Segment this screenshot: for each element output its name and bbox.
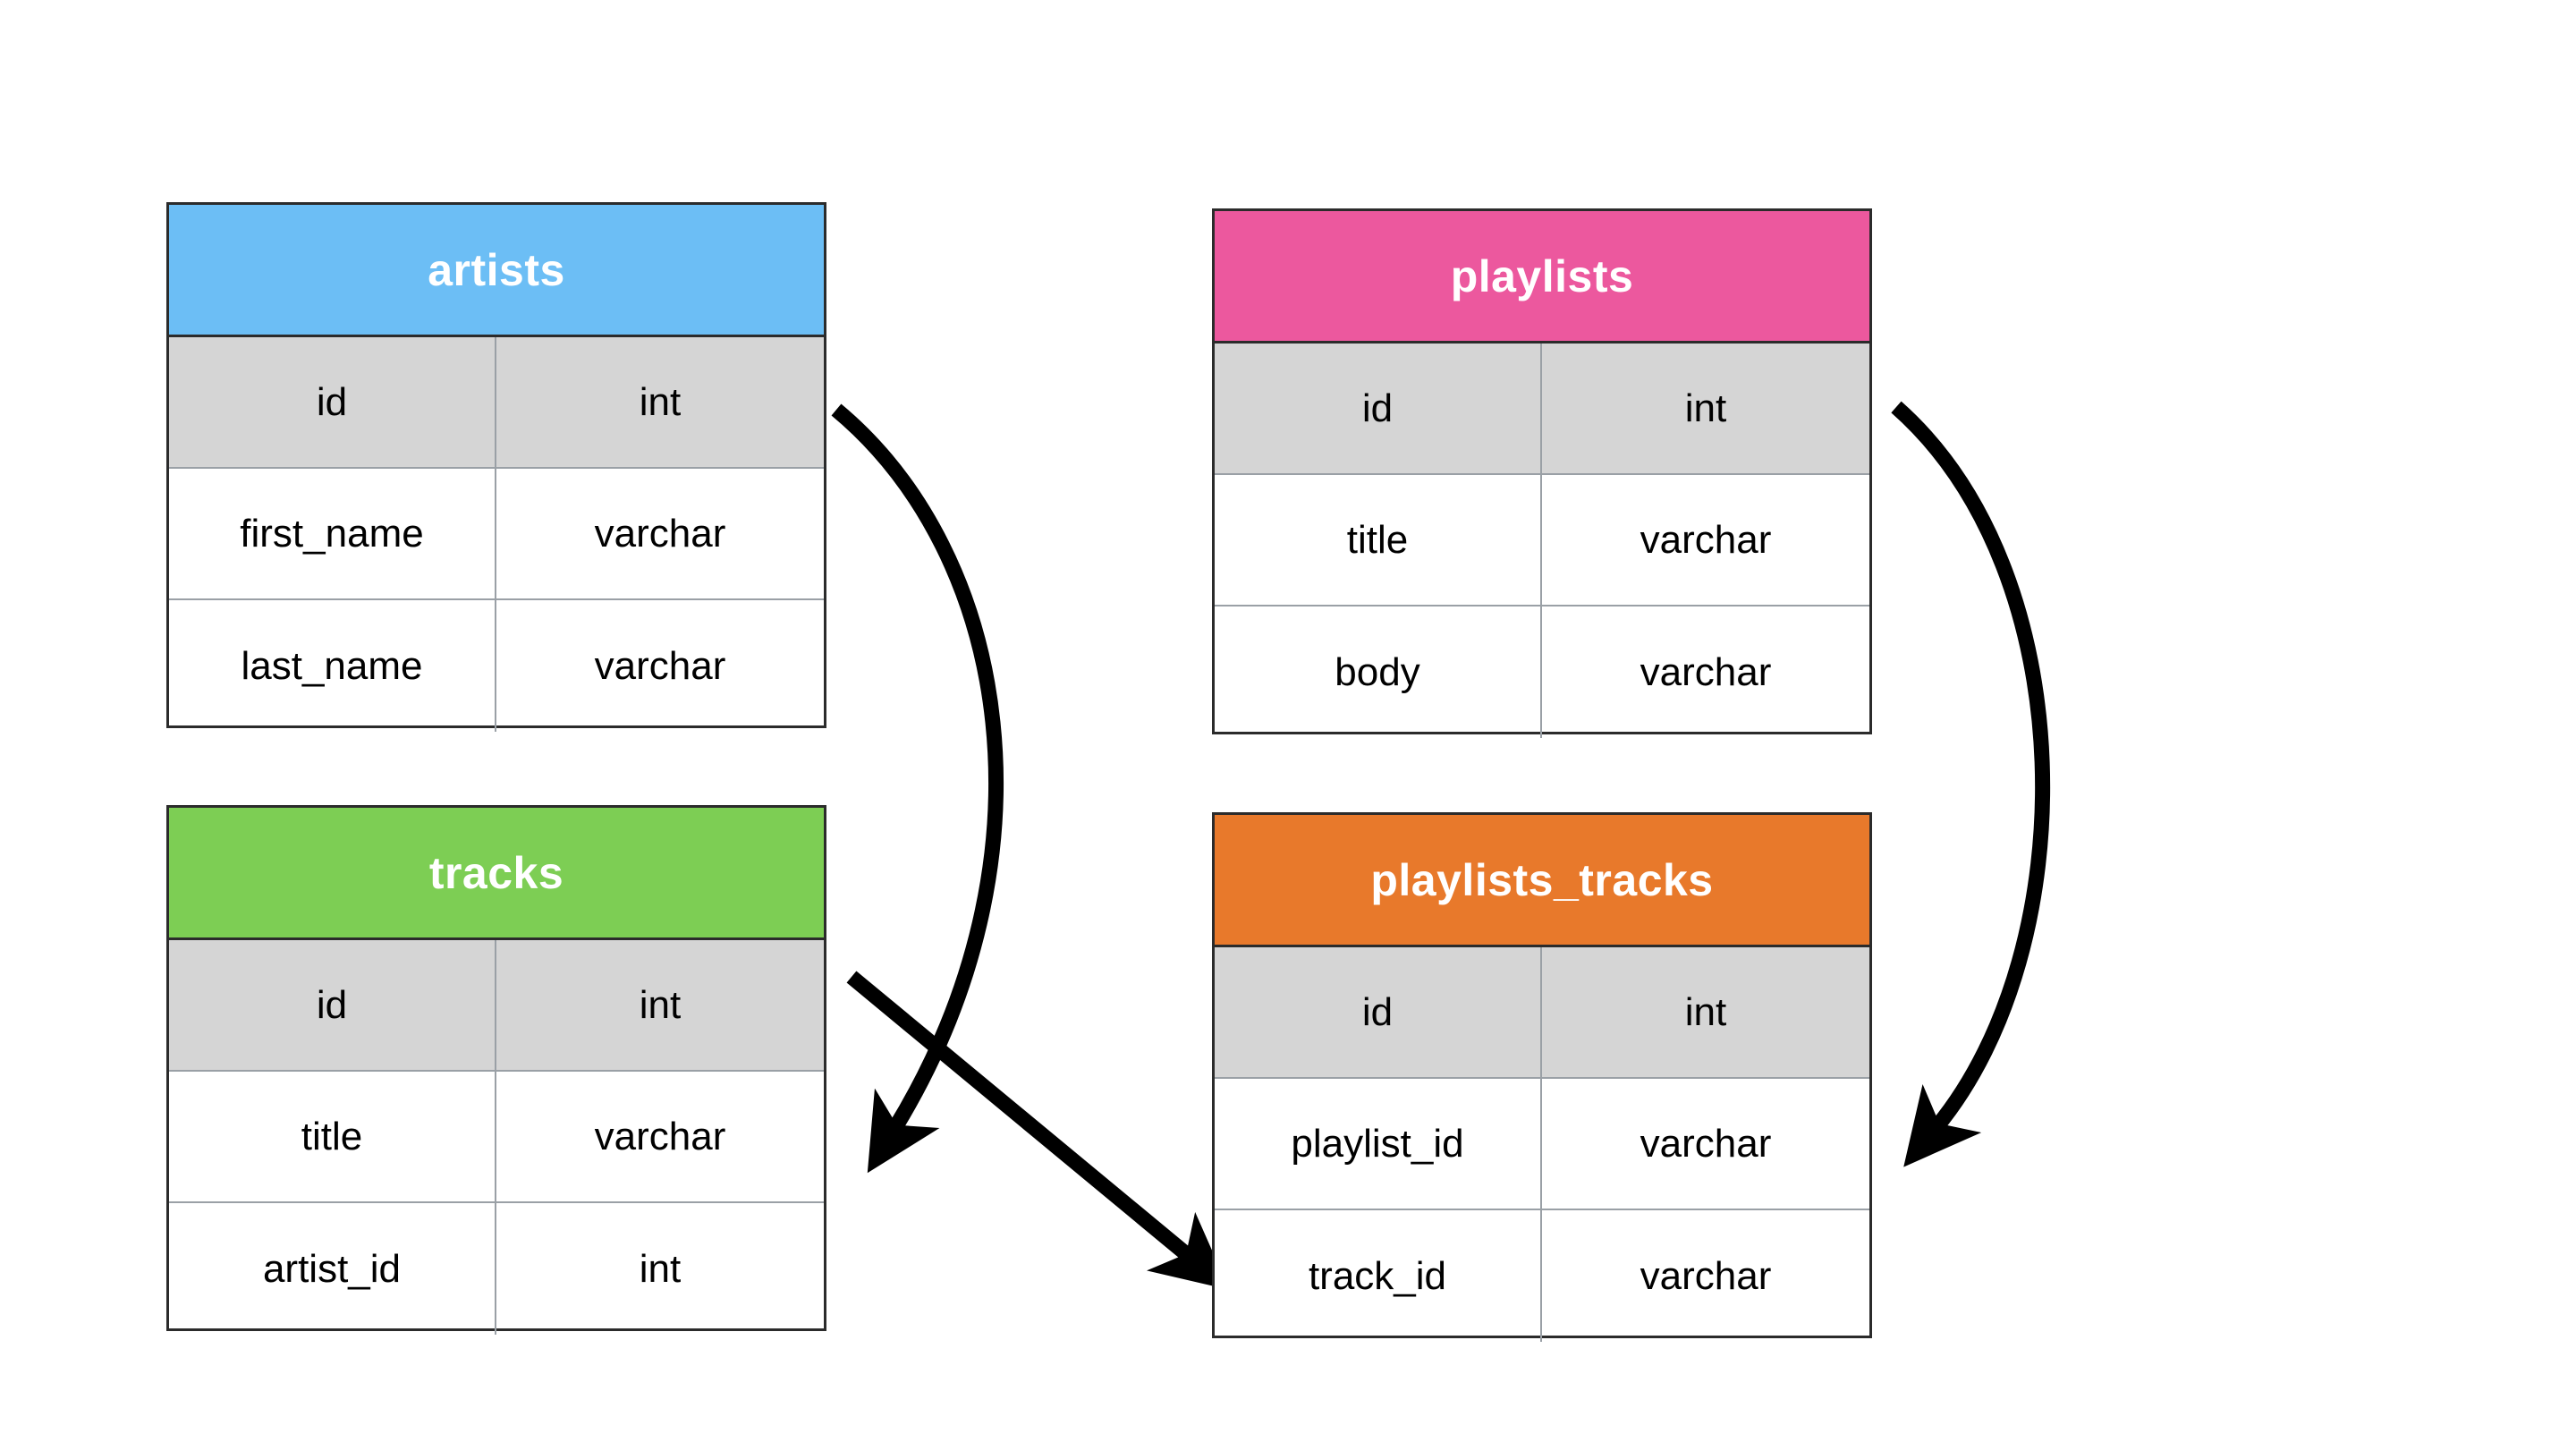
relationship-playlists-to-playlists-tracks <box>1891 401 2051 1167</box>
column-type: int <box>639 982 682 1027</box>
column-type: varchar <box>594 643 726 688</box>
relationship-artists-to-tracks <box>831 403 1004 1174</box>
column-name: id <box>1215 344 1542 473</box>
table-tracks-row-id[interactable]: id int <box>169 940 824 1072</box>
relationship-tracks-to-playlists-tracks <box>846 971 1230 1290</box>
table-playlists-row-id[interactable]: id int <box>1215 344 1869 475</box>
table-playlists-tracks-row-track_id[interactable]: track_id varchar <box>1215 1210 1869 1342</box>
column-type: varchar <box>1640 517 1772 562</box>
column-type: varchar <box>594 511 726 556</box>
column-type: varchar <box>1640 1121 1772 1166</box>
column-name: artist_id <box>169 1203 496 1335</box>
column-name: id <box>169 337 496 467</box>
column-name: playlist_id <box>1215 1079 1542 1209</box>
table-playlists-tracks-row-playlist_id[interactable]: playlist_id varchar <box>1215 1079 1869 1210</box>
table-playlists-tracks[interactable]: playlists_tracks id int playlist_id varc… <box>1212 812 1872 1342</box>
column-type: int <box>1684 989 1727 1034</box>
column-type: int <box>639 1246 682 1291</box>
table-playlists-title: playlists <box>1215 211 1869 344</box>
column-name: body <box>1215 606 1542 738</box>
table-tracks-title: tracks <box>169 808 824 940</box>
column-type: int <box>1684 386 1727 430</box>
table-artists[interactable]: artists id int first_name varchar last_n… <box>166 202 826 732</box>
table-playlists-row-title[interactable]: title varchar <box>1215 475 1869 606</box>
column-name: first_name <box>169 469 496 598</box>
column-name: track_id <box>1215 1210 1542 1342</box>
table-tracks-row-artist_id[interactable]: artist_id int <box>169 1203 824 1335</box>
table-tracks-row-title[interactable]: title varchar <box>169 1072 824 1203</box>
column-name: last_name <box>169 600 496 732</box>
table-playlists-tracks-title: playlists_tracks <box>1215 815 1869 947</box>
column-type: varchar <box>1640 1253 1772 1298</box>
table-artists-title: artists <box>169 205 824 337</box>
column-type: varchar <box>1640 649 1772 694</box>
table-artists-row-id[interactable]: id int <box>169 337 824 469</box>
table-playlists-tracks-row-id[interactable]: id int <box>1215 947 1869 1079</box>
column-name: title <box>1215 475 1542 605</box>
column-name: id <box>169 940 496 1070</box>
column-type: int <box>639 379 682 424</box>
table-artists-row-last_name[interactable]: last_name varchar <box>169 600 824 732</box>
table-playlists-row-body[interactable]: body varchar <box>1215 606 1869 738</box>
column-name: title <box>169 1072 496 1201</box>
table-playlists[interactable]: playlists id int title varchar body varc… <box>1212 208 1872 738</box>
column-type: varchar <box>594 1114 726 1158</box>
table-artists-row-first_name[interactable]: first_name varchar <box>169 469 824 600</box>
table-tracks[interactable]: tracks id int title varchar artist_id in… <box>166 805 826 1335</box>
column-name: id <box>1215 947 1542 1077</box>
